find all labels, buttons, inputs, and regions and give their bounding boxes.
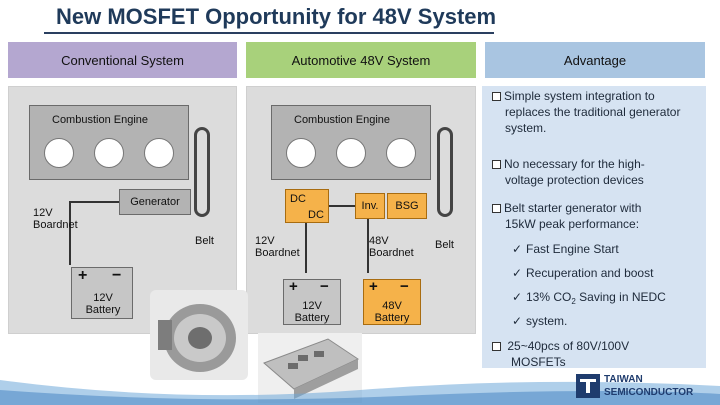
page-title: New MOSFET Opportunity for 48V System [56, 4, 497, 29]
checkmark-icon: ✓ [512, 266, 523, 280]
advantage-item: 25~40pcs of 80V/100V MOSFETs [492, 338, 629, 370]
checkmark-icon: ✓ [512, 242, 523, 256]
advantage-item: Simple system integration to replaces th… [492, 88, 680, 136]
checkbox-bullet-icon [492, 342, 501, 351]
plus-sign: + [78, 267, 88, 284]
cylinder [286, 138, 316, 168]
bsg-box: BSG [387, 193, 427, 219]
cylinder [44, 138, 74, 168]
engine-label: Combustion Engine [294, 114, 391, 126]
belt-drive [194, 127, 210, 217]
cylinder [144, 138, 174, 168]
combustion-engine-block: Combustion Engine [271, 105, 431, 180]
belt-label: Belt [195, 235, 214, 247]
advantage-subitem: ✓Fast Engine Start [512, 242, 619, 256]
starter-generator-photo [150, 290, 248, 380]
title-underline [44, 32, 494, 34]
belt-drive [437, 127, 453, 217]
generator-box: Generator [119, 189, 191, 215]
minus-sign: − [400, 278, 409, 295]
cylinder [94, 138, 124, 168]
checkbox-bullet-icon [492, 204, 501, 213]
advantage-item: No necessary for the high- voltage prote… [492, 156, 645, 188]
mosfet-module-photo [258, 333, 362, 403]
dc-label: DC [290, 193, 306, 205]
checkmark-icon: ✓ [512, 290, 523, 304]
wire [69, 201, 119, 203]
plus-sign: + [289, 278, 298, 295]
plus-sign: + [369, 278, 378, 295]
header-conventional-system: Conventional System [8, 42, 237, 78]
dc-label: DC [308, 209, 324, 221]
checkmark-icon: ✓ [512, 314, 523, 328]
advantages-panel: Simple system integration to replaces th… [482, 86, 706, 370]
wire [69, 201, 71, 265]
minus-sign: − [320, 278, 329, 295]
wire [305, 223, 307, 273]
advantage-subitem: ✓13% CO2 Saving in NEDC [512, 290, 666, 306]
checkbox-bullet-icon [492, 160, 501, 169]
minus-sign: − [112, 267, 122, 284]
belt-label: Belt [435, 239, 454, 251]
wire [329, 205, 355, 207]
advantage-item: Belt starter generator with 15kW peak pe… [492, 200, 641, 232]
bottom-swoosh-decoration [0, 380, 720, 405]
checkbox-bullet-icon [492, 92, 501, 101]
taiwan-semiconductor-logo-icon [576, 374, 600, 398]
combustion-engine-block: Combustion Engine [29, 105, 189, 180]
logo-text-taiwan: TAIWAN [604, 374, 643, 385]
logo-text-semiconductor: SEMICONDUCTOR [604, 387, 694, 398]
dc-dc-converter: DC DC [285, 189, 329, 223]
engine-label: Combustion Engine [52, 114, 149, 126]
inverter-box: Inv. [355, 193, 385, 219]
advantage-subitem: ✓system. [512, 314, 568, 328]
advantage-subitem: ✓Recuperation and boost [512, 266, 654, 280]
header-advantage: Advantage [485, 42, 705, 78]
wire [367, 219, 369, 273]
cylinder [336, 138, 366, 168]
cylinder [386, 138, 416, 168]
header-automotive-48v-system: Automotive 48V System [246, 42, 476, 78]
